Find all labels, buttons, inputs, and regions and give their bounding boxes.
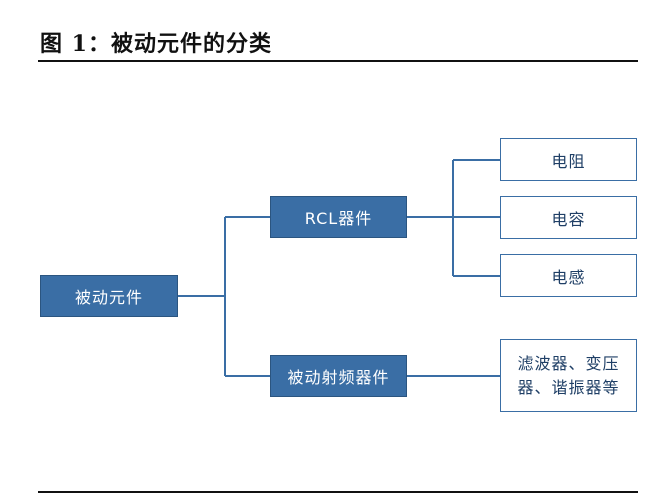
branch-node-rcl: RCL器件 xyxy=(270,196,407,238)
top-rule xyxy=(38,60,638,62)
leaf-node-resistor: 电阻 xyxy=(500,138,637,181)
leaf-node-capacitor: 电容 xyxy=(500,196,637,239)
leaf-node-inductor: 电感 xyxy=(500,254,637,297)
root-node: 被动元件 xyxy=(40,275,178,317)
leaf-node-rf-devices: 滤波器、变压器、谐振器等 xyxy=(500,339,637,412)
figure-title: 图 1：被动元件的分类 xyxy=(40,31,272,57)
branch-node-rf: 被动射频器件 xyxy=(270,355,407,397)
bottom-rule xyxy=(38,491,638,493)
